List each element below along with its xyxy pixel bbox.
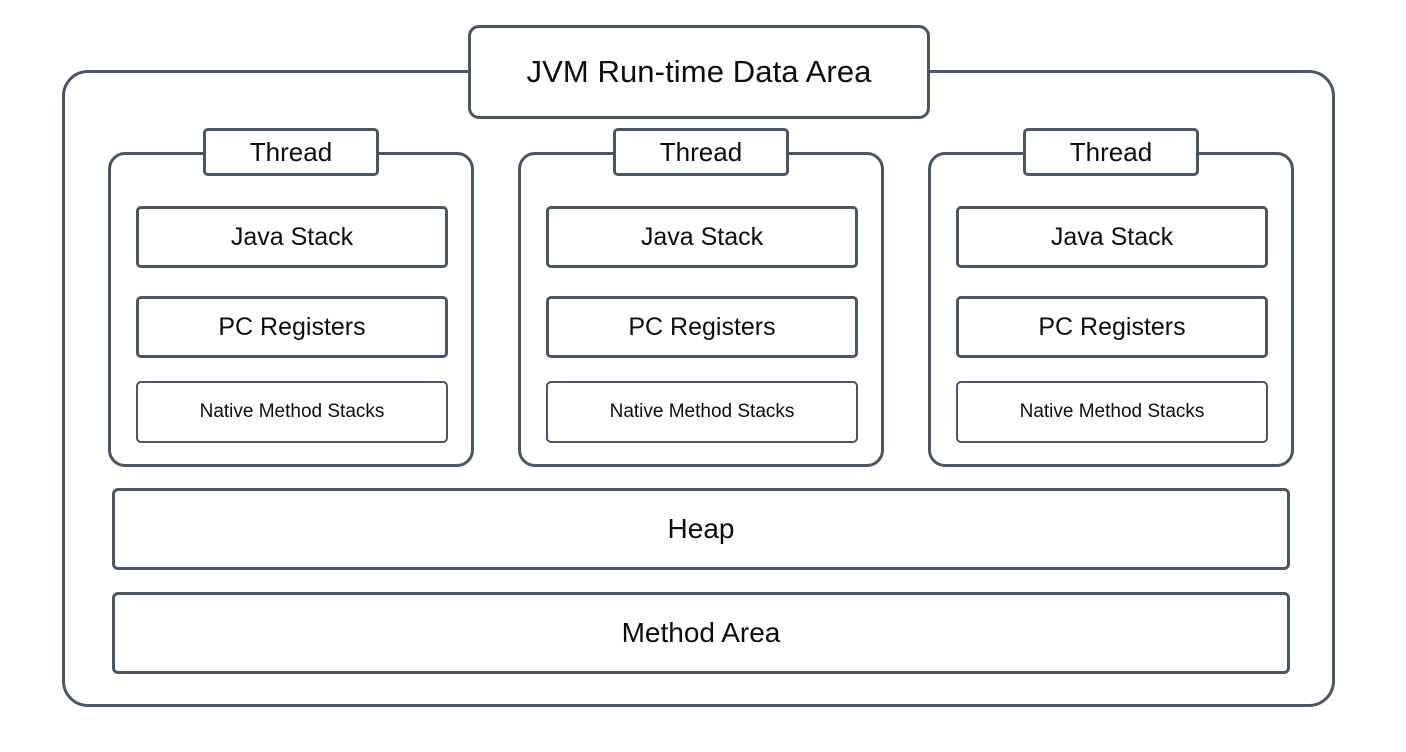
thread-label-3: Thread [1023,128,1199,176]
diagram-title: JVM Run-time Data Area [468,25,930,119]
thread-3-native-method-stacks: Native Method Stacks [956,381,1268,443]
thread-label-2: Thread [613,128,789,176]
thread-3-pc-registers: PC Registers [956,296,1268,358]
thread-1-pc-registers: PC Registers [136,296,448,358]
thread-label-1: Thread [203,128,379,176]
heap-area: Heap [112,488,1290,570]
thread-2-pc-registers: PC Registers [546,296,858,358]
method-area: Method Area [112,592,1290,674]
thread-2-native-method-stacks: Native Method Stacks [546,381,858,443]
thread-1-native-method-stacks: Native Method Stacks [136,381,448,443]
thread-1-java-stack: Java Stack [136,206,448,268]
thread-2-java-stack: Java Stack [546,206,858,268]
thread-3-java-stack: Java Stack [956,206,1268,268]
